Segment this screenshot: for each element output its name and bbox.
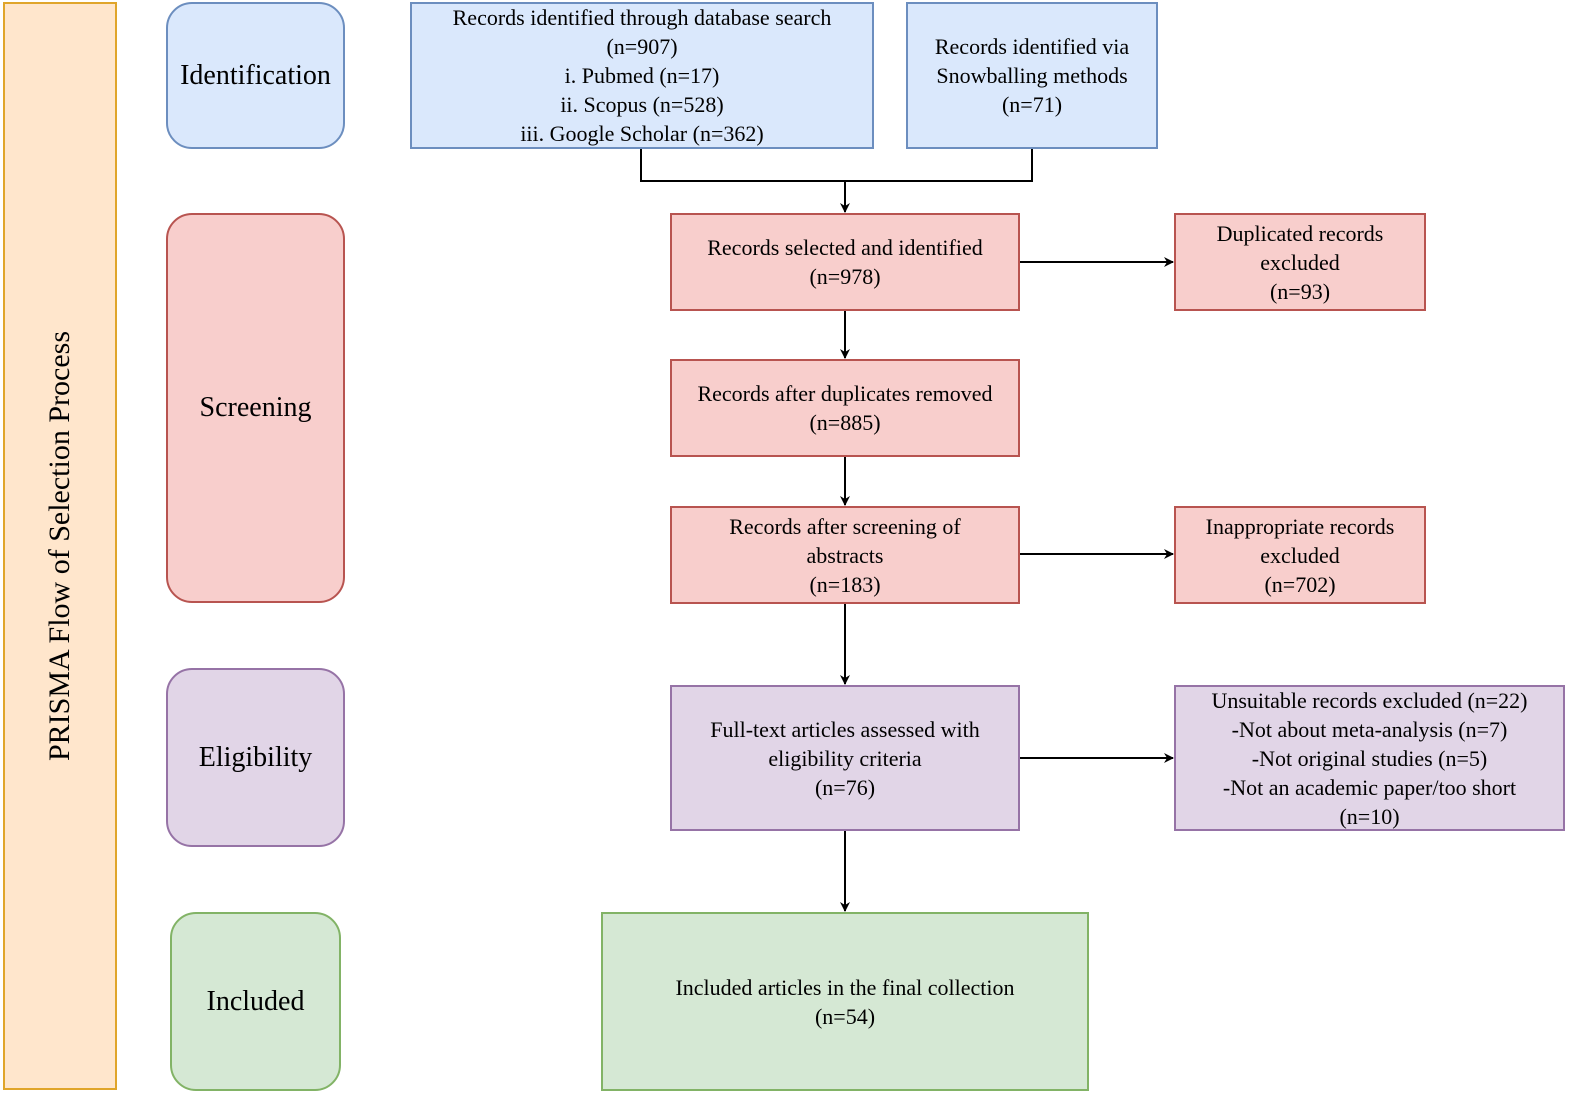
- database-search-line-3: i. Pubmed (n=17): [564, 63, 720, 88]
- snowballing-line-1: Records identified via: [934, 34, 1130, 59]
- inappropriate-excluded-line-3: (n=702): [1264, 571, 1336, 597]
- full-text-line-3: (n=76): [814, 774, 876, 800]
- unsuitable-excluded-box: Unsuitable records excluded (n=22) -Not …: [1174, 685, 1565, 831]
- snowballing-line-3: (n=71): [1001, 92, 1063, 117]
- stage-included-label: Included: [206, 985, 305, 1017]
- duplicated-excluded-line-1: Duplicated records: [1216, 220, 1384, 246]
- unsuitable-excluded-line-5: (n=10): [1339, 803, 1400, 829]
- database-search-box: Records identified through database sear…: [410, 2, 874, 149]
- stage-included: Included: [170, 912, 341, 1091]
- merge-connector: [640, 149, 1033, 182]
- prisma-side-bar: PRISMA Flow of Selection Process: [3, 2, 117, 1090]
- records-selected-line-2: (n=978): [809, 264, 881, 289]
- after-duplicates-line-2: (n=885): [809, 410, 881, 435]
- full-text-box: Full-text articles assessed with eligibi…: [670, 685, 1020, 831]
- stage-screening: Screening: [166, 213, 345, 603]
- unsuitable-excluded-line-4: -Not an academic paper/too short: [1222, 774, 1517, 800]
- after-abstracts-line-3: (n=183): [809, 571, 881, 597]
- records-selected-box: Records selected and identified (n=978): [670, 213, 1020, 311]
- included-final-line-2: (n=54): [814, 1003, 876, 1029]
- duplicated-excluded-line-2: excluded: [1260, 249, 1340, 275]
- stage-eligibility-label: Eligibility: [198, 741, 313, 773]
- inappropriate-excluded-line-2: excluded: [1260, 542, 1340, 568]
- database-search-line-5: iii. Google Scholar (n=362): [520, 121, 764, 146]
- inappropriate-excluded-box: Inappropriate records excluded (n=702): [1174, 506, 1426, 604]
- after-abstracts-line-1: Records after screening of: [729, 513, 961, 539]
- duplicated-excluded-box: Duplicated records excluded (n=93): [1174, 213, 1426, 311]
- inappropriate-excluded-line-1: Inappropriate records: [1205, 513, 1395, 539]
- full-text-line-2: eligibility criteria: [768, 745, 922, 771]
- unsuitable-excluded-line-3: -Not original studies (n=5): [1251, 745, 1488, 771]
- database-search-line-1: Records identified through database sear…: [452, 5, 832, 30]
- database-search-line-4: ii. Scopus (n=528): [560, 92, 724, 117]
- snowballing-box: Records identified via Snowballing metho…: [906, 2, 1158, 149]
- unsuitable-excluded-line-1: Unsuitable records excluded (n=22): [1211, 687, 1528, 713]
- stage-identification: Identification: [166, 2, 345, 149]
- after-abstracts-line-2: abstracts: [806, 542, 884, 568]
- unsuitable-excluded-line-2: -Not about meta-analysis (n=7): [1231, 716, 1508, 742]
- snowballing-line-2: Snowballing methods: [936, 63, 1128, 88]
- after-duplicates-box: Records after duplicates removed (n=885): [670, 359, 1020, 457]
- after-abstracts-box: Records after screening of abstracts (n=…: [670, 506, 1020, 604]
- after-duplicates-line-1: Records after duplicates removed: [697, 381, 993, 406]
- included-final-line-1: Included articles in the final collectio…: [675, 974, 1015, 1000]
- duplicated-excluded-line-3: (n=93): [1269, 278, 1331, 304]
- database-search-line-2: (n=907): [606, 34, 678, 59]
- stage-screening-label: Screening: [199, 392, 312, 423]
- full-text-line-1: Full-text articles assessed with: [710, 716, 980, 742]
- stage-eligibility: Eligibility: [166, 668, 345, 847]
- included-final-box: Included articles in the final collectio…: [601, 912, 1089, 1091]
- records-selected-line-1: Records selected and identified: [707, 235, 983, 260]
- stage-identification-label: Identification: [180, 59, 331, 91]
